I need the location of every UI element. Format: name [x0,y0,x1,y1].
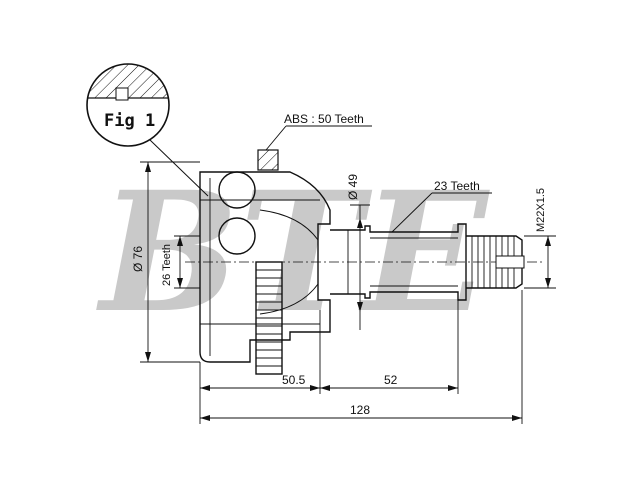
outer-housing [199,149,331,375]
length-dims: 50.5 52 128 [199,290,523,424]
outer-diameter-dim: Ø 76 [131,161,200,363]
fig-label: Fig 1 [104,111,155,131]
total-length-label: 128 [350,403,370,417]
outer-diameter-label: Ø 76 [131,246,145,272]
thread-label: M22X1.5 [535,188,547,232]
inner-spline-dim: 26 Teeth [161,235,200,289]
body-length-label: 50.5 [282,373,306,387]
outer-spline-label: 23 Teeth [434,179,480,193]
ball-lower [218,217,256,255]
shaft [330,223,525,301]
abs-leader: ABS : 50 Teeth [265,112,372,151]
thread-dim: M22X1.5 [524,188,556,289]
inner-spline-label: 26 Teeth [161,244,173,286]
brand-watermark: BTE [96,155,490,349]
abs-label: ABS : 50 Teeth [284,112,364,126]
seal-diameter-label: Ø 49 [346,174,360,200]
shaft-length-label: 52 [384,373,398,387]
seal-diameter-dim: Ø 49 [346,174,370,330]
outer-spline-leader: 23 Teeth [391,179,492,233]
ball-upper [218,171,256,209]
